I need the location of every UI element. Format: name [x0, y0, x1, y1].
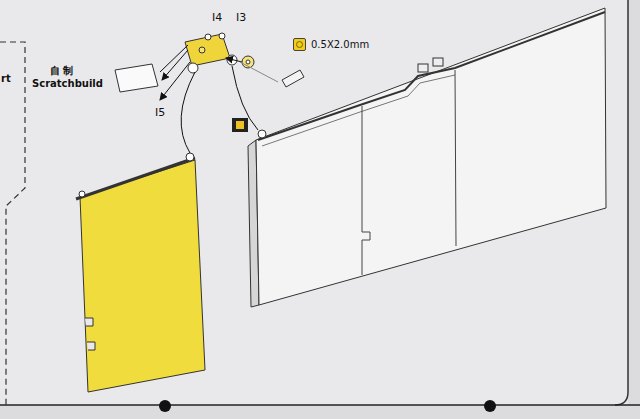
- scratchbuild-label: Scratchbuild: [32, 79, 103, 89]
- legend-row: 0.5X2.0mm: [293, 38, 369, 51]
- legend-text: 0.5X2.0mm: [311, 39, 369, 50]
- cut-off-label: rt: [1, 74, 11, 84]
- scratchbuild-label: 自 制: [50, 66, 73, 76]
- part-number: I5: [155, 107, 165, 118]
- part-number: I4: [212, 12, 222, 23]
- part-number: I3: [236, 12, 246, 23]
- legend-swatch: [293, 38, 306, 51]
